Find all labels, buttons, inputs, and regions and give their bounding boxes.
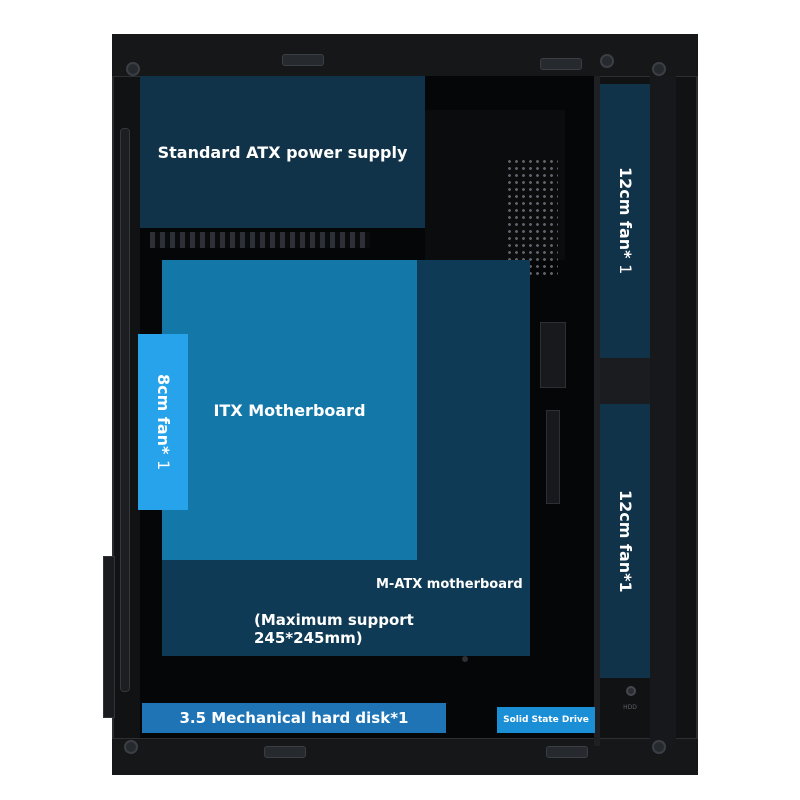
ssd-label: Solid State Drive [503,715,589,725]
matx-label: M-ATX motherboard [376,577,523,592]
screw-icon [124,740,138,754]
vent-grid [506,158,558,278]
itx-label: ITX Motherboard [213,400,366,420]
fan-divider [600,358,650,404]
hdd-led-label: HDD [623,704,637,711]
mount-tab [540,58,582,70]
right-frame [650,76,676,746]
fan-12cm-bottom-label: 12cm fan*1 [616,489,635,593]
matx-size-label: (Maximum support 245*245mm) [254,611,414,647]
fan-8cm-label: 8cm fan* 1 [154,373,173,471]
psu-label: Standard ATX power supply [157,142,408,162]
hdd-led-port [626,686,636,696]
cable-mount [546,410,560,504]
psu-vents [150,232,370,248]
hdd-zone: 3.5 Mechanical hard disk*1 [142,703,446,733]
fan-8cm-zone: 8cm fan* 1 [138,334,188,510]
side-panel-slot [120,128,130,692]
screw-icon [600,54,614,68]
psu-zone: Standard ATX power supply [140,76,425,228]
right-rail [594,76,600,746]
screw-icon [652,740,666,754]
fan-12cm-top-zone: 12cm fan* 1 [600,84,650,358]
screw-icon [126,62,140,76]
mount-tab [264,746,306,758]
case-top-frame [112,34,698,77]
hdd-label: 3.5 Mechanical hard disk*1 [179,709,409,727]
cable-mount [540,322,566,388]
fan-12cm-top-text: 12cm fan* [616,167,635,265]
fan-12cm-top-count: 1 [616,264,635,275]
mount-tab [546,746,588,758]
mount-tab [282,54,324,66]
ssd-zone: Solid State Drive [497,707,595,733]
fan-8cm-count: 1 [154,459,173,471]
side-bracket [103,556,115,718]
screw-icon [652,62,666,76]
fan-8cm-text: 8cm fan* [154,373,173,460]
fan-12cm-top-label: 12cm fan* 1 [616,167,635,275]
mount-hole [462,656,468,662]
fan-12cm-bottom-zone: 12cm fan*1 [600,404,650,678]
itx-zone: ITX Motherboard [162,260,417,560]
case-bottom-frame [112,738,698,775]
